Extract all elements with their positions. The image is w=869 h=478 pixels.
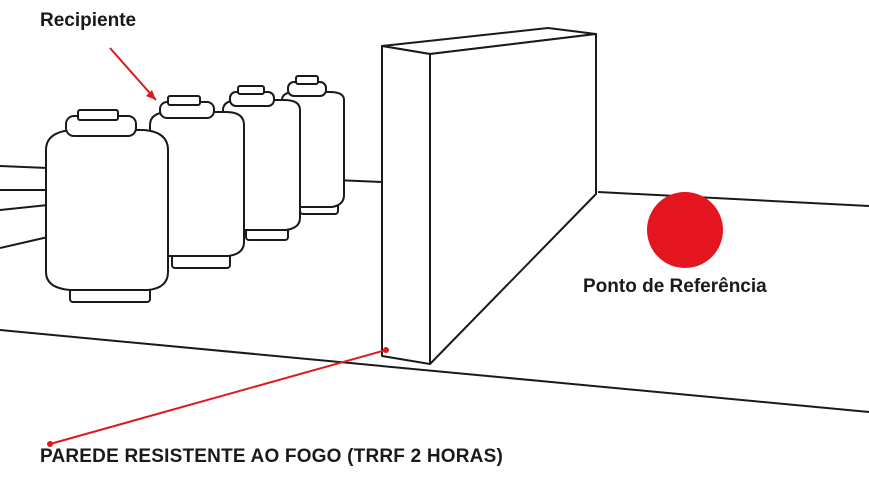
reference-point-label: Ponto de Referência	[583, 276, 767, 297]
left-shelf-line-2	[0, 204, 49, 211]
pointers	[47, 47, 389, 447]
parede-pointer-line	[49, 349, 387, 445]
fire-wall	[381, 27, 597, 365]
parede-pointer-end	[383, 347, 389, 353]
floor-line-front	[0, 329, 869, 413]
recipiente-pointer-arrow	[146, 90, 156, 100]
left-shelf-line-3	[0, 236, 49, 249]
reference-point-marker	[647, 192, 723, 268]
cylinders	[45, 75, 345, 303]
recipiente-pointer-line	[109, 47, 157, 101]
fire-wall-label: PAREDE RESISTENTE AO FOGO (TRRF 2 HORAS)	[40, 446, 503, 467]
cylinder-1	[45, 109, 169, 303]
recipiente-label: Recipiente	[40, 10, 137, 31]
fire-wall-face	[429, 33, 597, 365]
parede-pointer-dot	[47, 441, 53, 447]
cylinder-2	[149, 95, 245, 269]
floor-line-back-right	[597, 191, 869, 207]
fire-wall-edge	[381, 45, 431, 365]
